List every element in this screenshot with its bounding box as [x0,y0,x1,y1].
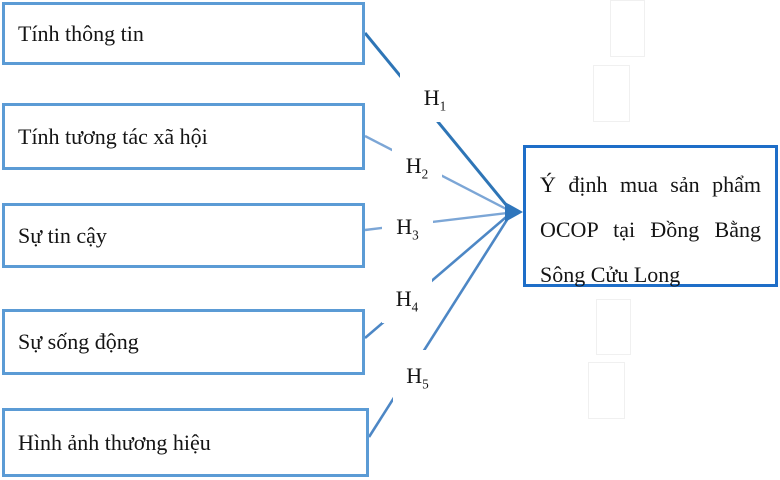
outcome-box: Ý định mua sản phẩm OCOP tại Đồng Bằng S… [523,145,778,287]
factor-box-social-interactivity: Tính tương tác xã hội [2,103,365,170]
factor-box-brand-image: Hình ảnh thương hiệu [2,408,369,477]
hypothesis-label: H3 [396,214,419,243]
factor-box-trust: Sự tin cậy [2,203,365,268]
factor-label: Sự tin cậy [18,222,107,248]
outcome-text-line: OCOP tại Đồng Bằng [540,217,761,242]
connector-line-h1 [363,32,514,213]
empty-textbox-top-1 [610,0,645,57]
empty-textbox-bottom-1 [596,299,631,355]
hypothesis-label: H4 [395,286,419,315]
hypothesis-box-h2: H2 [392,139,442,193]
connector-line-h5 [367,211,514,438]
factor-label: Tính tương tác xã hội [18,123,208,149]
arrow-head-icon [505,202,523,222]
hypothesis-box-h3: H3 [382,204,433,250]
factor-label: Tính thông tin [18,20,144,46]
hypothesis-label: H5 [406,363,429,392]
factor-box-vividness: Sự sống động [2,309,365,375]
outcome-text-line: Sông Cửu Long [540,262,681,287]
hypothesis-box-h1: H1 [400,73,470,122]
empty-textbox-bottom-2 [588,362,625,419]
hypothesis-box-h5: H5 [393,350,442,402]
hypothesis-label: H2 [405,153,429,182]
factor-box-informativeness: Tính thông tin [2,2,365,65]
factor-label: Sự sống động [18,329,139,354]
factor-label: Hình ảnh thương hiệu [18,429,211,455]
empty-textbox-top-2 [593,65,630,122]
hypothesis-label: H1 [423,84,447,113]
hypothesis-box-h4: H4 [382,275,432,323]
outcome-text-line: Ý định mua sản phẩm [540,172,761,197]
